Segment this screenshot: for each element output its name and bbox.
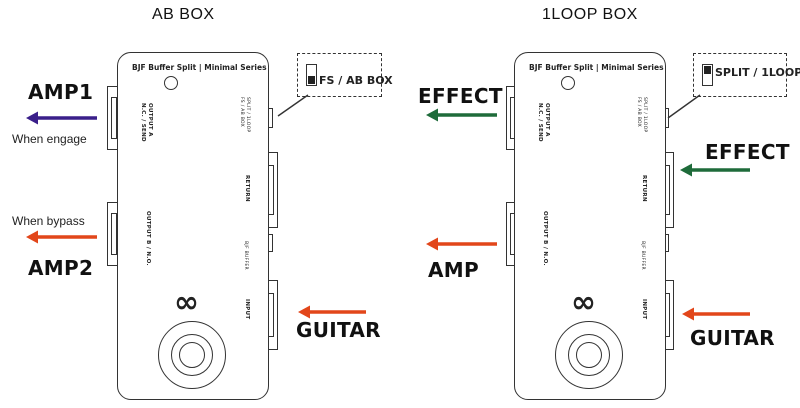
footswitch-button bbox=[576, 342, 602, 368]
led-indicator bbox=[561, 76, 575, 90]
arrow-amp2 bbox=[26, 230, 97, 244]
arrow-guitar-right-head bbox=[682, 307, 694, 321]
toggle-switch-icon bbox=[306, 64, 317, 86]
1loop-box-panel: 1LOOP BOX BJF Buffer Split | Minimal Ser… bbox=[400, 0, 800, 408]
effect-return-label: EFFECT bbox=[705, 140, 790, 164]
switch-mode-label: SPLIT / 1LOOP bbox=[715, 66, 800, 79]
arrow-effect-send-head bbox=[426, 108, 438, 122]
footswitch-ring bbox=[568, 334, 610, 376]
arrow-amp2-head bbox=[26, 230, 38, 244]
1loop-box-pedal: BJF Buffer Split | Minimal Series OUTPUT… bbox=[514, 52, 666, 400]
arrow-amp1 bbox=[26, 111, 97, 125]
pedal-brand: BJF Buffer Split | Minimal Series bbox=[529, 63, 664, 72]
1loop-box-title: 1LOOP BOX bbox=[542, 6, 638, 23]
ab-box-title: AB BOX bbox=[152, 6, 215, 23]
toggle-switch-icon bbox=[702, 64, 713, 86]
arrow-effect-send bbox=[426, 108, 497, 122]
when-bypass-label: When bypass bbox=[12, 214, 85, 228]
switch-mode-label: FS / AB BOX bbox=[319, 74, 393, 87]
callout-leader-ab bbox=[277, 94, 309, 117]
arrow-guitar-left-head bbox=[298, 305, 310, 319]
amp1-label: AMP1 bbox=[28, 80, 94, 104]
switch-callout-1loop: SPLIT / 1LOOP bbox=[693, 53, 800, 97]
guitar-label-right: GUITAR bbox=[690, 326, 775, 350]
arrow-amp1-head bbox=[26, 111, 38, 125]
arrow-effect-return-head bbox=[680, 163, 692, 177]
arrow-effect-return bbox=[680, 163, 750, 177]
callout-leader-1loop bbox=[667, 94, 701, 119]
amp-label: AMP bbox=[428, 258, 479, 282]
when-engage-label: When engage bbox=[12, 132, 87, 146]
effect-send-label: EFFECT bbox=[418, 84, 503, 108]
footswitch-button bbox=[179, 342, 205, 368]
led-indicator bbox=[164, 76, 178, 90]
arrow-amp-head bbox=[426, 237, 438, 251]
guitar-label-left: GUITAR bbox=[296, 318, 381, 342]
amp2-label: AMP2 bbox=[28, 256, 94, 280]
switch-callout-ab: FS / AB BOX bbox=[297, 53, 393, 97]
arrow-guitar-right bbox=[682, 307, 750, 321]
footswitch[interactable] bbox=[158, 321, 226, 389]
footswitch[interactable] bbox=[555, 321, 623, 389]
arrow-amp bbox=[426, 237, 497, 251]
pedal-brand: BJF Buffer Split | Minimal Series bbox=[132, 63, 267, 72]
ab-box-pedal: BJF Buffer Split | Minimal Series OUTPUT… bbox=[117, 52, 269, 400]
brand-logo: ∞ bbox=[571, 285, 596, 320]
brand-logo: ∞ bbox=[174, 285, 199, 320]
arrow-guitar-left bbox=[298, 305, 366, 319]
ab-box-panel: AB BOX BJF Buffer Split | Minimal Series… bbox=[12, 6, 393, 400]
